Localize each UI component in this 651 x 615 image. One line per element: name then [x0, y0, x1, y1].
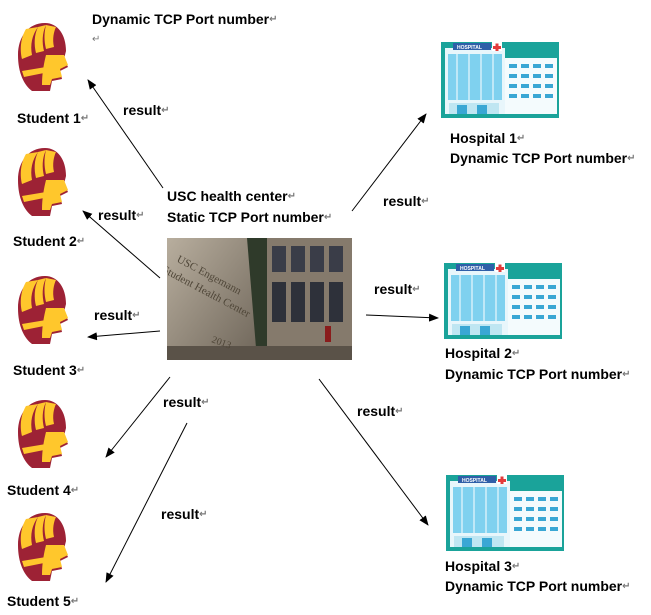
pilcrow-mark: ↵: [287, 191, 296, 202]
pilcrow-mark: ↵: [622, 369, 631, 380]
pilcrow-mark: ↵: [70, 485, 80, 496]
hospital-building-icon: HOSPITAL: [441, 42, 559, 118]
edge-label-hospital-1: result↵: [383, 193, 430, 210]
student-label-4: Student 4↵: [7, 482, 79, 499]
pilcrow-mark: ↵: [201, 397, 210, 408]
edge-label-student-4: result↵: [163, 394, 210, 411]
arrow-to-hospital-1: [351, 113, 427, 212]
arrow-to-student-5: [105, 422, 188, 583]
edge-label-text: result: [94, 307, 133, 323]
pilcrow-mark: ↵: [199, 509, 208, 520]
hospital-port-text: Dynamic TCP Port number: [445, 366, 623, 382]
hospital-1-port: Dynamic TCP Port number↵: [450, 150, 636, 167]
top-note-text: Dynamic TCP Port number: [92, 11, 270, 27]
arrow-to-student-2: [82, 210, 161, 279]
center-title: USC health center↵: [167, 188, 296, 205]
arrow-to-student-4: [105, 376, 171, 458]
arrow-to-hospital-2: [365, 313, 439, 322]
edge-label-student-3: result↵: [94, 307, 141, 324]
pilcrow-mark: ↵: [412, 284, 421, 295]
edge-label-text: result: [98, 207, 137, 223]
edge-label-text: result: [161, 506, 200, 522]
trojan-head-icon: [18, 400, 68, 468]
student-label-text: Student 3: [13, 362, 77, 378]
edge-label-student-1: result↵: [123, 102, 170, 119]
hospital-port-text: Dynamic TCP Port number: [445, 578, 623, 594]
hospital-1-name: Hospital 1↵: [450, 130, 525, 147]
pilcrow-mark: ↵: [511, 348, 521, 359]
pilcrow-mark: ↵: [76, 236, 86, 247]
top-dynamic-port-note: Dynamic TCP Port number↵: [92, 11, 278, 28]
student-label-1: Student 1↵: [17, 110, 89, 127]
hospital-sign-text: HOSPITAL: [460, 266, 485, 272]
arrow-to-student-3: [87, 330, 161, 341]
pilcrow-mark: ↵: [511, 561, 521, 572]
pilcrow-mark: ↵: [622, 581, 631, 592]
student-label-text: Student 4: [7, 482, 71, 498]
student-label-text: Student 2: [13, 233, 77, 249]
pilcrow-mark: ↵: [80, 113, 90, 124]
center-port-text: Static TCP Port number: [167, 209, 324, 225]
pilcrow-mark: ↵: [92, 34, 101, 45]
center-title-text: USC health center: [167, 188, 288, 204]
edge-label-text: result: [357, 403, 396, 419]
hospital-2-port: Dynamic TCP Port number↵: [445, 366, 631, 383]
hospital-3-name: Hospital 3↵: [445, 558, 520, 575]
edge-label-text: result: [374, 281, 413, 297]
hospital-3-port: Dynamic TCP Port number↵: [445, 578, 631, 595]
hospital-port-text: Dynamic TCP Port number: [450, 150, 628, 166]
edge-label-student-2: result↵: [98, 207, 145, 224]
hospital-sign-text: HOSPITAL: [462, 478, 487, 484]
pilcrow-mark: ↵: [323, 212, 333, 223]
student-label-text: Student 5: [7, 593, 71, 609]
pilcrow-mark: ↵: [132, 310, 141, 321]
health-center-photo: USC Engemann Student Health Center 2013: [167, 238, 352, 360]
pilcrow-mark: ↵: [161, 105, 170, 116]
trojan-head-icon: [18, 276, 68, 344]
pilcrow-mark: ↵: [76, 365, 86, 376]
trojan-head-icon: [18, 23, 68, 91]
hospital-sign-text: HOSPITAL: [457, 45, 482, 51]
building-photo-image: USC Engemann Student Health Center 2013: [167, 238, 352, 360]
student-label-3: Student 3↵: [13, 362, 85, 379]
hospital-name-text: Hospital 2: [445, 345, 512, 361]
hospital-2-name: Hospital 2↵: [445, 345, 520, 362]
hospital-name-text: Hospital 1: [450, 130, 517, 146]
student-label-2: Student 2↵: [13, 233, 85, 250]
edge-label-student-5: result↵: [161, 506, 208, 523]
edge-label-text: result: [123, 102, 162, 118]
pilcrow-mark: ↵: [421, 196, 430, 207]
edge-label-hospital-2: result↵: [374, 281, 421, 298]
center-port-label: Static TCP Port number↵: [167, 209, 332, 226]
student-label-text: Student 1: [17, 110, 81, 126]
arrow-to-hospital-3: [318, 378, 429, 526]
hospital-building-icon: HOSPITAL: [446, 475, 564, 551]
trojan-head-icon: [18, 148, 68, 216]
trojan-head-icon: [18, 513, 68, 581]
student-label-5: Student 5↵: [7, 593, 79, 610]
edge-label-text: result: [163, 394, 202, 410]
pilcrow-mark: ↵: [395, 406, 404, 417]
edge-label-text: result: [383, 193, 422, 209]
pilcrow-mark: ↵: [269, 14, 278, 25]
edge-label-hospital-3: result↵: [357, 403, 404, 420]
pilcrow-mark: ↵: [136, 210, 145, 221]
pilcrow-mark: ↵: [516, 133, 526, 144]
pilcrow-mark: ↵: [627, 153, 636, 164]
arrow-to-student-1: [87, 79, 164, 189]
hospital-building-icon: HOSPITAL: [444, 263, 562, 339]
pilcrow-mark: ↵: [70, 596, 80, 607]
hospital-name-text: Hospital 3: [445, 558, 512, 574]
